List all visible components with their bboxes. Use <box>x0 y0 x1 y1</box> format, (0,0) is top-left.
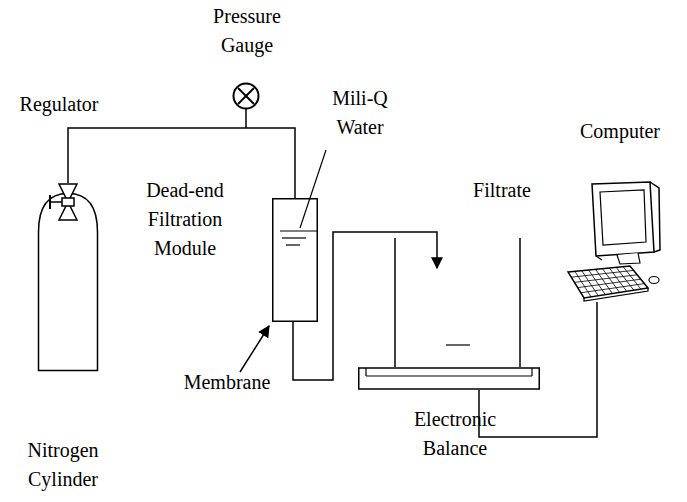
component-label: Regulator <box>4 90 114 119</box>
component-node: Regulator <box>48 183 88 221</box>
part-label: Membrane <box>172 368 282 397</box>
component-node: Computer <box>562 180 662 302</box>
component-node: Dead-end Filtration Module <box>272 198 318 322</box>
leader-line <box>300 150 326 228</box>
water-line <box>286 244 300 245</box>
component-label: Nitrogen Cylinder <box>8 436 118 494</box>
pipe-connector <box>293 232 437 380</box>
component-label: Dead-end Filtration Module <box>130 176 240 263</box>
balance-with-beaker <box>358 236 540 390</box>
filtration-module <box>272 198 318 322</box>
component-label: Electronic Balance <box>390 405 520 463</box>
component-node: Pressure Gauge <box>232 82 260 110</box>
gauge-stem <box>245 109 247 128</box>
water-line <box>280 230 318 231</box>
part-label: Mili-Q Water <box>320 84 400 142</box>
component-node: Electronic Balance <box>358 236 540 390</box>
valve-symbol <box>48 183 88 221</box>
water-line <box>282 237 306 238</box>
part-label: Filtrate <box>462 176 542 205</box>
component-label: Pressure Gauge <box>195 2 299 60</box>
leader-arrow <box>240 326 269 372</box>
computer-icon <box>562 180 662 302</box>
component-label: Computer <box>555 117 685 146</box>
gauge-symbol <box>232 82 260 110</box>
